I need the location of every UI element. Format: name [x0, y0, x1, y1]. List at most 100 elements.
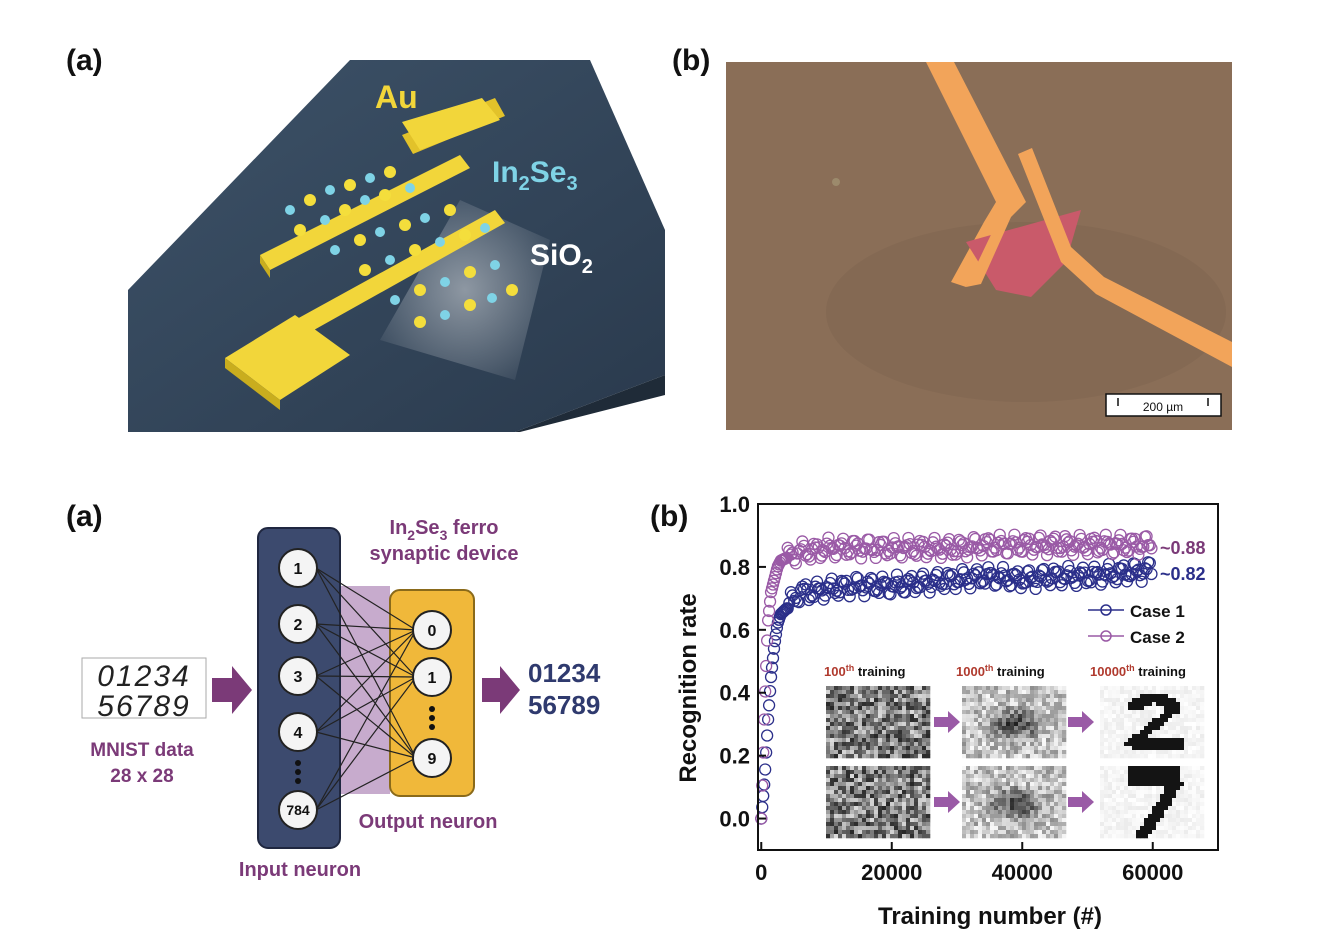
- svg-text:1: 1: [294, 561, 303, 578]
- y-tick-label: 0.2: [719, 744, 750, 769]
- data-point: [792, 596, 806, 609]
- output-neuron-0: 0: [412, 610, 452, 650]
- output-neuron-9: 9: [412, 738, 452, 778]
- data-point: [882, 544, 895, 558]
- data-point: [923, 586, 936, 599]
- data-point: [1128, 532, 1142, 546]
- data-point: [996, 560, 1010, 574]
- x-tick-label: 0: [755, 860, 767, 885]
- data-point: [923, 543, 936, 557]
- data-point: [1055, 579, 1068, 592]
- data-point: [825, 572, 838, 585]
- data-point: [929, 540, 943, 553]
- data-point: [781, 602, 794, 615]
- mnist-digits-row2: 56789: [97, 690, 190, 723]
- data-point: [767, 642, 781, 655]
- inset-image-5: [962, 766, 1067, 839]
- input-arrow: [212, 666, 252, 714]
- scale-bar: [1105, 393, 1222, 417]
- input-neuron-2: 2: [278, 604, 318, 644]
- data-point: [1055, 545, 1068, 558]
- data-point: [1024, 571, 1037, 584]
- x-axis-label: Training number (#): [878, 903, 1102, 930]
- data-point: [1029, 582, 1042, 596]
- optical-micrograph: 200 µm: [726, 62, 1232, 430]
- panel-label-top-b: (b): [672, 44, 711, 77]
- data-point: [789, 557, 802, 570]
- data-point: [1107, 546, 1121, 559]
- inset-image-3: [1100, 686, 1205, 759]
- input-neuron-4: 4: [278, 712, 318, 752]
- au-bar-top: [260, 155, 470, 270]
- inset-image-2: [962, 686, 1067, 759]
- data-point: [884, 547, 897, 560]
- input-ellipsis-dots: [295, 760, 301, 784]
- data-point: [1137, 567, 1150, 580]
- data-point: [761, 713, 775, 726]
- case2-final-label: ~0.88: [1160, 538, 1206, 558]
- inset-image-4: [826, 766, 931, 839]
- inset-arrow: [934, 791, 960, 813]
- data-point: [977, 574, 990, 587]
- y-axis-label: Recognition rate: [675, 593, 702, 782]
- data-point: [890, 568, 904, 581]
- data-point: [1130, 564, 1143, 578]
- data-point: [760, 659, 773, 673]
- sio2-label: SiO2: [530, 239, 593, 278]
- data-point: [759, 685, 772, 698]
- data-point: [1062, 559, 1075, 573]
- device-title-line2: synaptic device: [370, 543, 519, 565]
- data-point: [1099, 528, 1112, 541]
- in2se3-label: In2Se3: [492, 156, 578, 195]
- x-tick-label: 60000: [1122, 860, 1183, 885]
- data-point: [969, 532, 982, 546]
- data-point: [836, 532, 850, 545]
- scale-bar-label: 200 µm: [1143, 400, 1183, 414]
- data-point: [765, 661, 779, 674]
- data-point: [835, 574, 848, 588]
- au-bar-bottom: [295, 210, 505, 335]
- data-point: [828, 551, 842, 564]
- data-point: [777, 605, 790, 618]
- data-point: [972, 541, 985, 554]
- output-neuron-label: Output neuron: [359, 811, 498, 833]
- output-ellipsis-dots: [429, 706, 435, 730]
- data-point: [763, 595, 777, 608]
- inset-arrow: [934, 711, 960, 733]
- data-point: [756, 779, 769, 792]
- data-point: [869, 551, 882, 565]
- data-point: [757, 789, 770, 803]
- data-point: [763, 685, 777, 698]
- data-point: [1135, 575, 1148, 588]
- legend-case1: Case 1: [1130, 602, 1185, 621]
- in2se3-atoms: [285, 166, 518, 328]
- mnist-digits-row1: 01234: [97, 660, 190, 693]
- data-point: [766, 651, 780, 665]
- data-point: [974, 577, 987, 590]
- data-point: [1145, 567, 1158, 581]
- data-point: [791, 547, 804, 560]
- inset-label-100: 100th training: [824, 663, 906, 679]
- data-point: [1003, 580, 1016, 593]
- y-tick-label: 0.8: [719, 555, 750, 580]
- synapse-connections: [315, 567, 417, 811]
- data-point: [1140, 530, 1153, 543]
- data-point: [1068, 540, 1081, 553]
- inset-image-1: [826, 686, 931, 759]
- data-point: [810, 538, 824, 551]
- svg-text:4: 4: [294, 725, 303, 742]
- data-point: [905, 569, 918, 583]
- panel-label-bottom-a: (a): [66, 500, 103, 533]
- au-pad-bottom: [225, 315, 350, 400]
- panel-label-top-a: (a): [66, 44, 103, 77]
- data-point: [941, 566, 954, 580]
- svg-text:3: 3: [294, 669, 303, 686]
- output-digits-row1: 01234: [528, 658, 601, 688]
- au-pad-top: [402, 98, 500, 150]
- data-point: [1083, 574, 1096, 587]
- data-point: [761, 614, 775, 627]
- au-label: Au: [375, 79, 418, 115]
- data-point: [828, 586, 842, 600]
- data-point: [846, 582, 860, 596]
